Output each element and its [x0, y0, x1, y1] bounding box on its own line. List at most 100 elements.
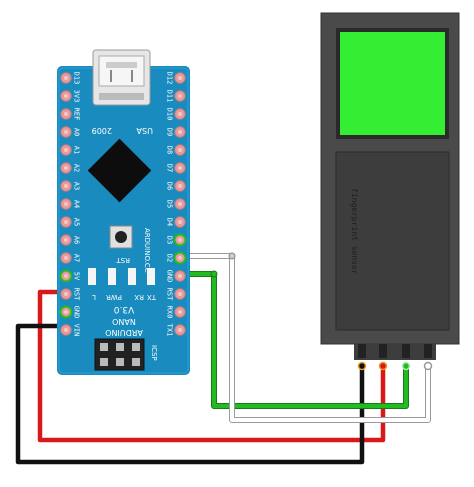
- led-rx-label: RX: [134, 293, 144, 301]
- pin-label-right-6: D6: [166, 182, 174, 190]
- led-rx: [147, 268, 155, 285]
- pin-label-left-14: VIN: [73, 324, 81, 337]
- wire-end-d3: [228, 252, 236, 260]
- board-usa-label: USA: [136, 126, 153, 135]
- pin-label-right-5: D7: [166, 164, 174, 172]
- reset-button: [109, 225, 133, 249]
- pin-label-right-3: D9: [166, 128, 174, 136]
- model-line2: NANO: [112, 317, 136, 326]
- module-pin-rx: [423, 361, 433, 371]
- pin-hole-left-4: [64, 148, 68, 152]
- pin-label-right-1: D11: [166, 90, 174, 103]
- pin-label-left-13: GND: [73, 306, 81, 319]
- pin-connected-right-9: [173, 233, 187, 247]
- model-line1: ARDUINO: [105, 328, 143, 337]
- led-tx-label: TX: [147, 293, 157, 301]
- pin-label-left-1: 3V3: [73, 90, 81, 103]
- icsp-header: [94, 338, 145, 371]
- pin-label-left-9: A6: [73, 236, 81, 244]
- pin-label-right-13: RX0: [166, 306, 174, 319]
- pin-label-left-11: 5V: [73, 272, 81, 281]
- pin-hole-right-10: [178, 256, 182, 260]
- pin-label-left-2: REF: [73, 108, 81, 121]
- reset-label: RST: [116, 256, 130, 264]
- pin-label-right-11: GND: [166, 270, 174, 283]
- pin-connected-right-10: [173, 251, 187, 265]
- pin-hole-right-0: [178, 76, 182, 80]
- module-pin-vcc: [378, 361, 388, 371]
- pin-label-left-0: D13: [73, 72, 81, 85]
- pin-label-left-7: A4: [73, 200, 81, 208]
- pcb: [57, 66, 190, 375]
- pin-hole-right-2: [178, 112, 182, 116]
- wire-end-d2: [210, 270, 218, 278]
- status-leds: [88, 268, 155, 285]
- pin-label-left-4: A1: [73, 146, 81, 154]
- pin-connected-left-11: [59, 269, 73, 283]
- led-l: [88, 268, 96, 285]
- pin-label-left-10: A7: [73, 254, 81, 262]
- sensor-screen: [340, 32, 445, 135]
- module-pin-gnd: [357, 361, 367, 371]
- pin-hole-right-12: [178, 292, 182, 296]
- pin-hole-left-7: [64, 202, 68, 206]
- pin-label-right-2: D10: [166, 108, 174, 121]
- fingerprint-module: fingerprint sensor: [320, 12, 460, 371]
- pin-hole-right-1: [178, 94, 182, 98]
- module-vertical-text: fingerprint sensor: [350, 188, 359, 275]
- pin-hole-left-14: [64, 328, 68, 332]
- pin-hole-left-6: [64, 184, 68, 188]
- module-body: [335, 151, 450, 331]
- icsp-label: ICSP: [150, 345, 158, 361]
- pin-hole-left-12: [64, 292, 68, 296]
- wires: [15, 253, 431, 465]
- pin-hole-left-0: [64, 76, 68, 80]
- pin-label-left-3: A0: [73, 128, 81, 136]
- model-line3: V3.0: [113, 304, 134, 314]
- pin-hole-right-8: [178, 220, 182, 224]
- pin-hole-right-7: [178, 202, 182, 206]
- module-connector: [354, 344, 436, 360]
- pin-hole-left-3: [64, 130, 68, 134]
- brand-label: ARDUINO.CC: [143, 228, 151, 273]
- pin-hole-right-4: [178, 148, 182, 152]
- pin-label-right-12: RST: [166, 288, 174, 301]
- pin-hole-left-10: [64, 256, 68, 260]
- usb-connector-icon: [92, 49, 151, 106]
- pin-label-right-7: D5: [166, 200, 174, 208]
- pin-label-right-4: D8: [166, 146, 174, 154]
- pin-hole-left-2: [64, 112, 68, 116]
- pin-hole-left-11: [64, 274, 68, 278]
- pin-hole-left-8: [64, 220, 68, 224]
- pin-hole-left-9: [64, 238, 68, 242]
- pin-label-right-0: D12: [166, 72, 174, 85]
- arduino-nano-board: USA 2009 RST ARDUINO.CC L PWR TX RX ARDU…: [57, 49, 190, 385]
- pin-label-left-12: RST: [73, 288, 81, 301]
- pin-label-right-10: D2: [166, 254, 174, 262]
- pin-hole-right-13: [178, 310, 182, 314]
- pin-label-right-9: D3: [166, 236, 174, 244]
- led-l-label: L: [92, 293, 96, 301]
- pin-label-left-6: A3: [73, 182, 81, 190]
- pin-label-left-8: A5: [73, 218, 81, 226]
- wire-black-gnd: [15, 323, 365, 465]
- pin-hole-left-1: [64, 94, 68, 98]
- pin-hole-right-5: [178, 166, 182, 170]
- pin-label-right-8: D4: [166, 218, 174, 226]
- module-pin-ends: [357, 361, 433, 371]
- pin-label-right-14: TX1: [166, 324, 174, 337]
- led-pwr: [108, 268, 116, 285]
- microcontroller-chip: [87, 138, 152, 203]
- pin-connected-left-13: [59, 305, 73, 319]
- icsp-pin1-label: 1: [90, 376, 95, 385]
- pin-hole-right-6: [178, 184, 182, 188]
- pin-hole-left-13: [64, 310, 68, 314]
- pin-label-left-5: A2: [73, 164, 81, 172]
- board-year-label: 2009: [92, 126, 112, 135]
- pin-hole-right-14: [178, 328, 182, 332]
- led-pwr-label: PWR: [106, 293, 122, 301]
